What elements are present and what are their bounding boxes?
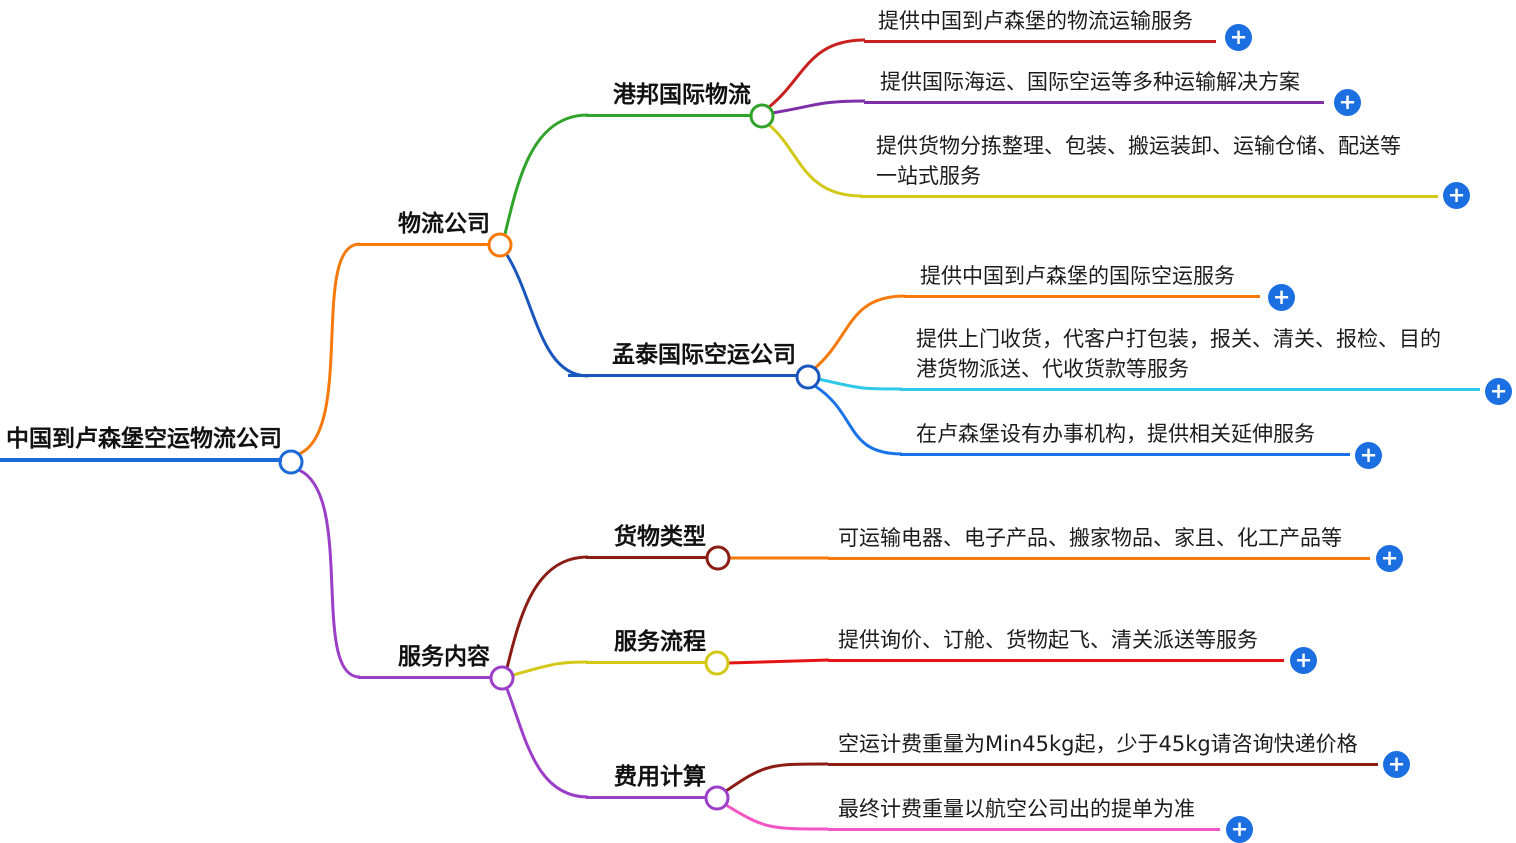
add-subtopic-button[interactable]: + bbox=[1443, 182, 1470, 209]
connector-gangbang-leaf1 bbox=[768, 38, 866, 109]
connector-mengtai-leaf3 bbox=[814, 384, 903, 456]
junction-services[interactable] bbox=[489, 665, 515, 691]
junction-service-process[interactable] bbox=[704, 650, 730, 676]
add-subtopic-button[interactable]: + bbox=[1376, 545, 1403, 572]
leaf-gangbang-3[interactable]: 提供货物分拣整理、包装、搬运装卸、运输仓储、配送等 一站式服务 bbox=[860, 131, 1438, 198]
connector-logistics-mengtai bbox=[505, 254, 589, 378]
junction-gangbang[interactable] bbox=[749, 103, 775, 129]
junction-mengtai[interactable] bbox=[795, 364, 821, 390]
connector-gangbang-leaf3 bbox=[768, 123, 863, 198]
add-subtopic-button[interactable]: + bbox=[1383, 751, 1410, 778]
connector-mengtai-leaf2 bbox=[817, 377, 903, 391]
add-subtopic-button[interactable]: + bbox=[1355, 442, 1382, 469]
add-subtopic-button[interactable]: + bbox=[1485, 378, 1512, 405]
add-subtopic-button[interactable]: + bbox=[1226, 816, 1253, 843]
leaf-fee-calculation-2[interactable]: 最终计费重量以航空公司出的提单为准 bbox=[828, 794, 1220, 831]
add-subtopic-button[interactable]: + bbox=[1225, 24, 1252, 51]
junction-cargo-type[interactable] bbox=[705, 545, 731, 571]
root-topic[interactable]: 中国到卢森堡空运物流公司 bbox=[0, 424, 282, 462]
leaf-gangbang-1[interactable]: 提供中国到卢森堡的物流运输服务 bbox=[864, 6, 1216, 43]
junction-fee-calculation[interactable] bbox=[704, 785, 730, 811]
connector-mengtai-leaf1 bbox=[814, 294, 906, 370]
leaf-mengtai-1[interactable]: 提供中国到卢森堡的国际空运服务 bbox=[904, 261, 1260, 298]
node-service-process[interactable]: 服务流程 bbox=[586, 627, 706, 664]
leaf-gangbang-2[interactable]: 提供国际海运、国际空运等多种运输解决方案 bbox=[864, 67, 1324, 104]
add-subtopic-button[interactable]: + bbox=[1334, 89, 1361, 116]
connector-process-leaf bbox=[727, 658, 830, 665]
connector-services-cargo bbox=[505, 555, 589, 669]
connector-services-process bbox=[512, 660, 589, 677]
connector-logistics-gangbang bbox=[503, 113, 589, 235]
leaf-fee-calculation-1[interactable]: 空运计费重量为Min45kg起，少于45kg请咨询快递价格 bbox=[828, 729, 1378, 766]
junction-root[interactable] bbox=[278, 449, 304, 475]
node-fee-calculation[interactable]: 费用计算 bbox=[586, 762, 706, 799]
connector-fee-leaf2 bbox=[725, 803, 829, 831]
node-service-content[interactable]: 服务内容 bbox=[358, 642, 490, 679]
connector-gangbang-leaf2 bbox=[771, 99, 866, 115]
leaf-mengtai-3[interactable]: 在卢森堡设有办事机构，提供相关延伸服务 bbox=[900, 419, 1350, 456]
leaf-mengtai-2[interactable]: 提供上门收货，代客户打包装，报关、清关、报检、目的 港货物派送、代收货款等服务 bbox=[900, 324, 1480, 391]
junction-logistics[interactable] bbox=[487, 232, 513, 258]
add-subtopic-button[interactable]: + bbox=[1268, 284, 1295, 311]
node-gangbang-logistics[interactable]: 港邦国际物流 bbox=[586, 80, 751, 117]
node-mengtai-air-freight[interactable]: 孟泰国际空运公司 bbox=[568, 340, 796, 377]
connector-root-services bbox=[298, 468, 361, 679]
connector-fee-leaf1 bbox=[725, 762, 829, 793]
leaf-service-process-1[interactable]: 提供询价、订舱、货物起飞、清关派送等服务 bbox=[828, 625, 1284, 662]
leaf-cargo-type-1[interactable]: 可运输电器、电子产品、搬家物品、家且、化工产品等 bbox=[828, 523, 1370, 560]
add-subtopic-button[interactable]: + bbox=[1290, 647, 1317, 674]
node-cargo-type[interactable]: 货物类型 bbox=[586, 522, 706, 559]
connector-services-fee bbox=[505, 688, 589, 799]
connector-root-logistics bbox=[298, 242, 361, 456]
node-logistics-companies[interactable]: 物流公司 bbox=[358, 209, 490, 246]
